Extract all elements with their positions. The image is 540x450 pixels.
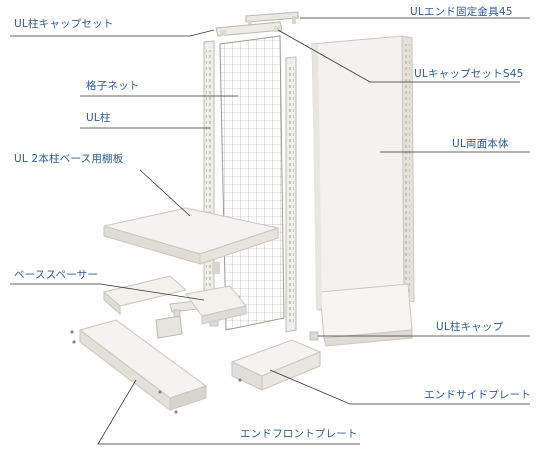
ul-double-sided-body [311,35,415,347]
leader-lines [10,17,530,445]
label-lattice-net: 格子ネット [86,80,140,92]
leader-base-spacer [10,283,205,301]
label-end-side-plate: エンドサイドプレート [424,389,531,401]
label-end-front-plate: エンドフロントプレート [240,428,358,440]
leader-ul-two-post-base-shelf [139,169,191,217]
label-ul-post-cap: UL柱キャップ [436,321,504,333]
label-ul-cap-set-s45: ULキャップセットS45 [414,68,524,80]
ul-post-right [285,56,297,333]
end-front-plate [70,319,208,414]
label-ul-post: UL柱 [86,112,111,124]
label-ul-post-cap-set: UL柱キャップセット [14,18,114,30]
label-ul-end-bracket-45: ULエンド固定金具45 [410,6,513,18]
leader-ul-cap-set-s45 [277,29,520,83]
leader-end-front-plate [97,379,360,445]
label-ul-double-sided-body: UL両面本体 [452,138,509,150]
ul-post-cap-set [215,21,283,37]
ul-end-bracket-45 [245,11,299,28]
ul-two-post-base-shelf [103,207,280,274]
end-side-plate [230,339,322,391]
leader-end-side-plate [269,369,530,405]
leader-ul-post-cap-set [10,29,215,37]
label-base-spacer: ベーススペーサー [14,269,99,281]
label-ul-two-post-base-shelf: UL 2本柱ベース用棚板 [14,153,124,165]
ul-post-cap [309,331,319,341]
